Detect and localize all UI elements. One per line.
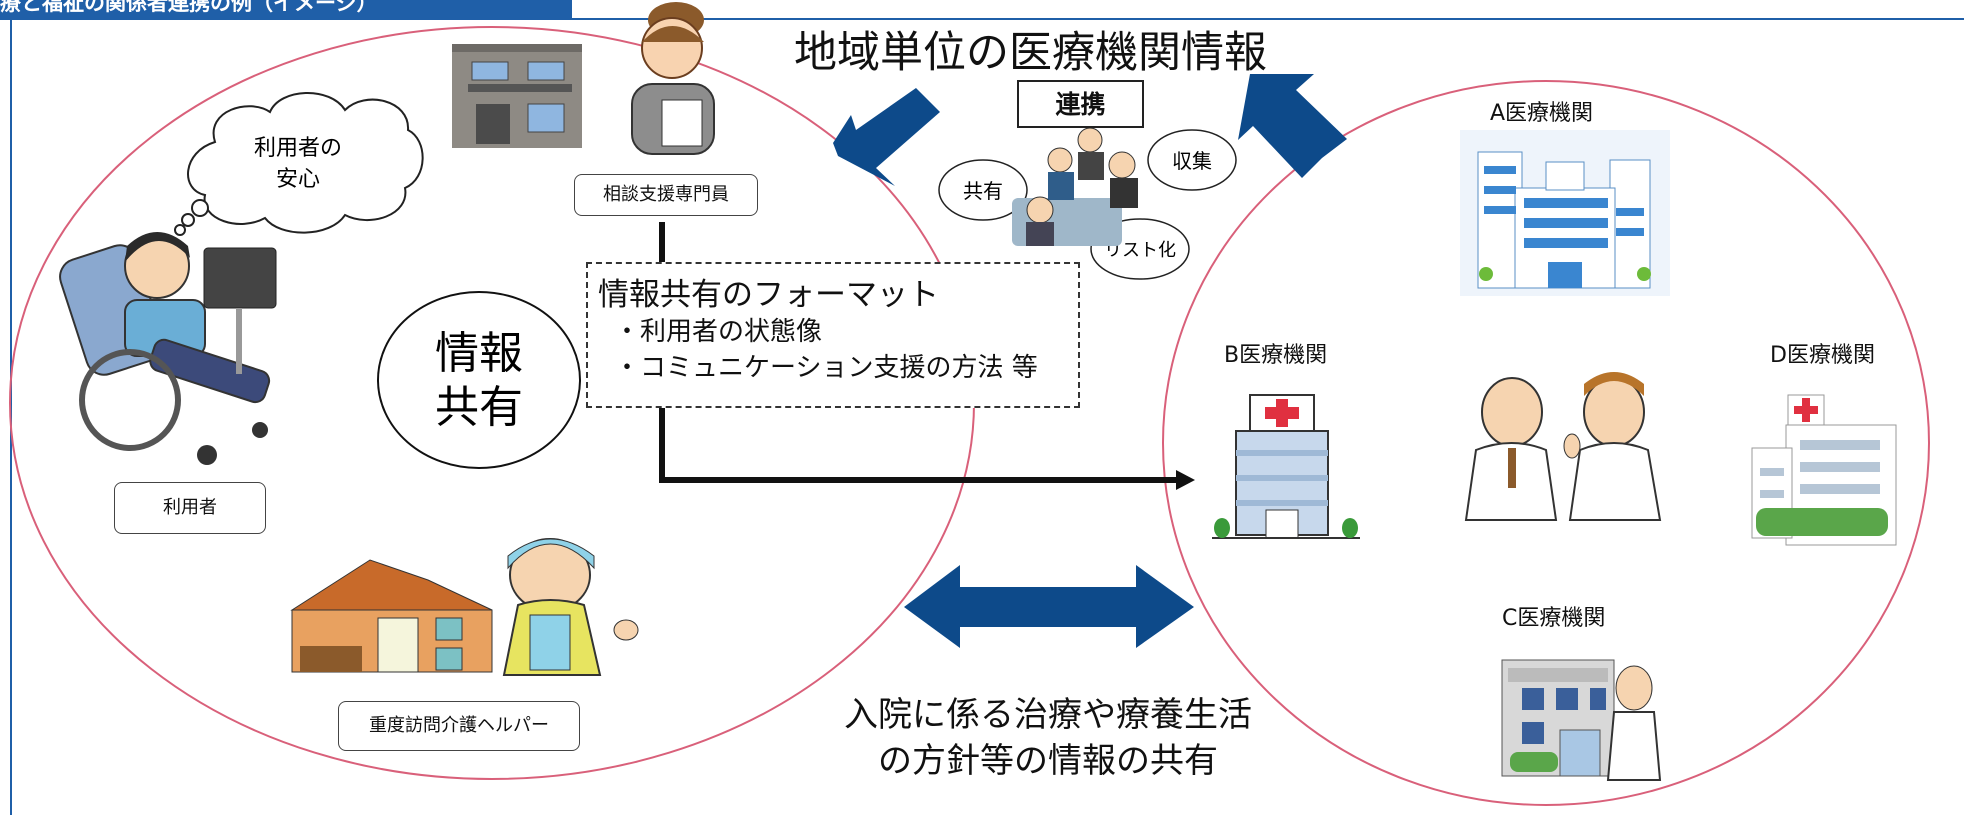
hospital-c-illustration bbox=[1501, 659, 1662, 781]
hospital-d-illustration bbox=[1751, 394, 1897, 546]
bottom-caption-line2: の方針等の情報の共有 bbox=[878, 741, 1218, 781]
info-share-circle bbox=[377, 291, 581, 469]
header-rule bbox=[572, 18, 1964, 20]
page-title: 地域単位の医療機関情報 bbox=[794, 28, 1267, 78]
bubble-kyoyu bbox=[938, 159, 1028, 221]
renkei-box: 連携 bbox=[1017, 80, 1144, 128]
hospital-b-label: B医療機関 bbox=[1224, 343, 1328, 368]
double-arrow bbox=[904, 565, 1194, 648]
user-label: 利用者 bbox=[114, 482, 266, 534]
format-item: ・コミュニケーション支援の方法 等 bbox=[614, 353, 1038, 383]
meeting-illustration bbox=[1012, 127, 1138, 246]
consultant-illustration bbox=[631, 2, 715, 155]
hospital-circle bbox=[1162, 80, 1930, 806]
thought-bubble bbox=[174, 92, 424, 236]
bubble-kyoyu-text: 共有 bbox=[963, 179, 1003, 203]
wheelchair-user-illustration bbox=[59, 232, 277, 465]
helper-illustration bbox=[502, 538, 639, 676]
thought-line1: 利用者の bbox=[254, 136, 342, 161]
bubble-list-text: リスト化 bbox=[1104, 240, 1176, 261]
hospital-a-label: A医療機関 bbox=[1490, 101, 1594, 126]
format-item: ・利用者の状態像 bbox=[614, 317, 823, 347]
info-share-line1: 情報 bbox=[435, 328, 523, 379]
thought-line2: 安心 bbox=[276, 167, 320, 192]
hospital-c-label: C医療機関 bbox=[1502, 606, 1606, 631]
bottom-caption: 入院に係る治療や療養生活 の方針等の情報の共有 bbox=[798, 692, 1298, 784]
connector-line bbox=[659, 222, 1180, 483]
consultant-label: 相談支援専門員 bbox=[574, 174, 758, 216]
hospital-a-illustration bbox=[1460, 130, 1670, 296]
helper-label: 重度訪問介護ヘルパー bbox=[338, 701, 580, 751]
header-tab: 療と福祉の関係者連携の例（イメージ） bbox=[0, 0, 572, 20]
bottom-caption-line1: 入院に係る治療や療養生活 bbox=[844, 695, 1252, 735]
house-illustration bbox=[290, 559, 493, 673]
hospital-d-label: D医療機関 bbox=[1770, 343, 1875, 368]
bubble-shushu bbox=[1147, 129, 1237, 191]
office-building-illustration bbox=[452, 44, 582, 148]
connector-arrowhead bbox=[1176, 470, 1195, 490]
format-title: 情報共有のフォーマット bbox=[598, 277, 939, 313]
info-share-line2: 共有 bbox=[435, 382, 523, 433]
arrow-to-title bbox=[1238, 74, 1347, 178]
arrow-to-welfare bbox=[833, 88, 940, 186]
format-box: 情報共有のフォーマット ・利用者の状態像 ・コミュニケーション支援の方法 等 bbox=[586, 262, 1080, 408]
header-title: 療と福祉の関係者連携の例（イメージ） bbox=[0, 0, 378, 15]
hospital-b-illustration bbox=[1212, 394, 1360, 539]
doctors-illustration bbox=[1464, 372, 1662, 521]
bubble-shushu-text: 収集 bbox=[1172, 149, 1212, 173]
